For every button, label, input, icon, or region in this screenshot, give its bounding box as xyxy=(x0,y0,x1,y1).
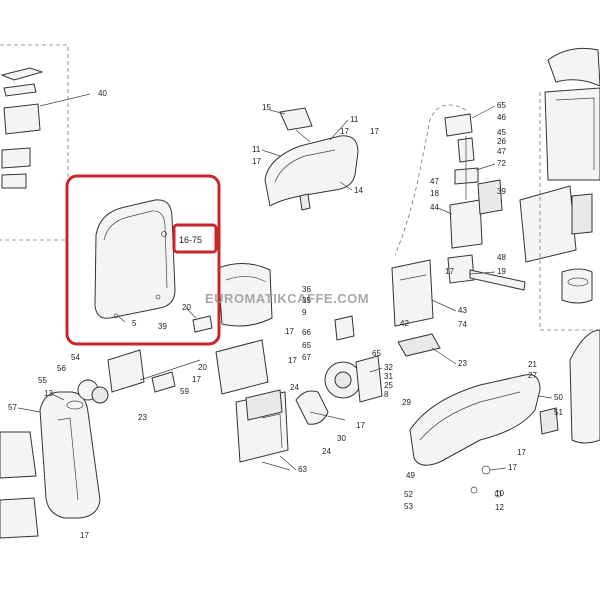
control-box-assembly xyxy=(215,339,291,471)
callout-42: 42 xyxy=(400,319,409,328)
callout-50: 50 xyxy=(554,393,563,402)
highlight-frame xyxy=(65,174,221,346)
callout-12: 12 xyxy=(495,503,504,512)
pump-assembly xyxy=(295,315,383,425)
highlighted-panel-assembly xyxy=(94,199,176,323)
callout-17: 17 xyxy=(356,421,365,430)
callout-23: 23 xyxy=(138,413,147,422)
callout-52: 52 xyxy=(404,490,413,499)
callout-24: 24 xyxy=(290,383,299,392)
callout-21: 21 xyxy=(528,360,537,369)
callout-20: 20 xyxy=(198,363,207,372)
callout-13: 13 xyxy=(44,389,53,398)
callout-17: 17 xyxy=(508,463,517,472)
callout-67: 67 xyxy=(302,353,311,362)
callout-46: 46 xyxy=(497,113,506,122)
callout-31: 31 xyxy=(384,372,393,381)
rear-housing-assembly xyxy=(519,47,600,331)
callout-20: 20 xyxy=(182,303,191,312)
highlight-label: 16-75 xyxy=(179,235,202,245)
callout-23: 23 xyxy=(458,359,467,368)
callout-49: 49 xyxy=(406,471,415,480)
callout-65: 65 xyxy=(497,101,506,110)
callout-63: 63 xyxy=(298,465,307,474)
brew-unit-assembly xyxy=(77,349,201,404)
callout-74: 74 xyxy=(458,320,467,329)
leader-lines xyxy=(17,105,553,471)
callout-56: 56 xyxy=(57,364,66,373)
callout-17: 17 xyxy=(288,356,297,365)
callout-45: 45 xyxy=(497,128,506,137)
callout-17: 17 xyxy=(517,448,526,457)
sub-assembly-40 xyxy=(0,44,91,241)
callout-9: 9 xyxy=(302,308,307,317)
callout-17: 17 xyxy=(370,127,379,136)
callout-36: 36 xyxy=(302,285,311,294)
callout-72: 72 xyxy=(497,159,506,168)
callout-11: 11 xyxy=(252,145,261,154)
callout-14: 14 xyxy=(354,186,363,195)
callout-17: 17 xyxy=(445,267,454,276)
callout-32: 32 xyxy=(384,363,393,372)
callout-15: 15 xyxy=(262,103,271,112)
callout-65: 65 xyxy=(372,349,381,358)
electronic-board-assembly xyxy=(391,259,441,357)
front-cover-assembly-14 xyxy=(264,107,359,211)
callout-44: 44 xyxy=(430,203,439,212)
callout-17: 17 xyxy=(80,531,89,540)
callout-51: 51 xyxy=(554,408,563,417)
callout-5: 5 xyxy=(132,319,137,328)
callout-17: 17 xyxy=(192,375,201,384)
callout-48: 48 xyxy=(497,253,506,262)
callout-39: 39 xyxy=(497,187,506,196)
callout-18: 18 xyxy=(430,189,439,198)
callout-26: 26 xyxy=(497,137,506,146)
callout-numbers: 40 15 11 17 17 11 17 14 65 46 45 26 47 7… xyxy=(8,89,563,540)
grinder-column-assembly xyxy=(394,104,526,291)
callout-24: 24 xyxy=(322,447,331,456)
callout-11: 11 xyxy=(350,115,359,124)
callout-54: 54 xyxy=(71,353,80,362)
callout-66: 66 xyxy=(302,328,311,337)
callout-17: 17 xyxy=(252,157,261,166)
highlight-label-box xyxy=(172,223,218,254)
callout-29: 29 xyxy=(402,398,411,407)
callout-39: 39 xyxy=(158,322,167,331)
watermark: EUROMATIKCAFFE.COM xyxy=(205,291,369,306)
small-bracket-20 xyxy=(192,263,273,333)
callout-35: 35 xyxy=(302,296,311,305)
callout-17: 17 xyxy=(340,127,349,136)
callout-59: 59 xyxy=(180,387,189,396)
callout-53: 53 xyxy=(404,502,413,511)
callout-17: 17 xyxy=(285,327,294,336)
callout-19: 19 xyxy=(497,267,506,276)
drip-tray-base-assembly xyxy=(409,329,600,498)
callout-25: 25 xyxy=(384,381,393,390)
water-tank-assembly xyxy=(0,391,101,539)
callout-43: 43 xyxy=(458,306,467,315)
callout-30: 30 xyxy=(337,434,346,443)
callout-47: 47 xyxy=(497,147,506,156)
callout-40: 40 xyxy=(98,89,107,98)
callout-57: 57 xyxy=(8,403,17,412)
callout-10: 10 xyxy=(495,489,504,498)
callout-65: 65 xyxy=(302,341,311,350)
callout-27: 27 xyxy=(528,371,537,380)
callout-55: 55 xyxy=(38,376,47,385)
callout-47: 47 xyxy=(430,177,439,186)
callout-8: 8 xyxy=(384,390,389,399)
